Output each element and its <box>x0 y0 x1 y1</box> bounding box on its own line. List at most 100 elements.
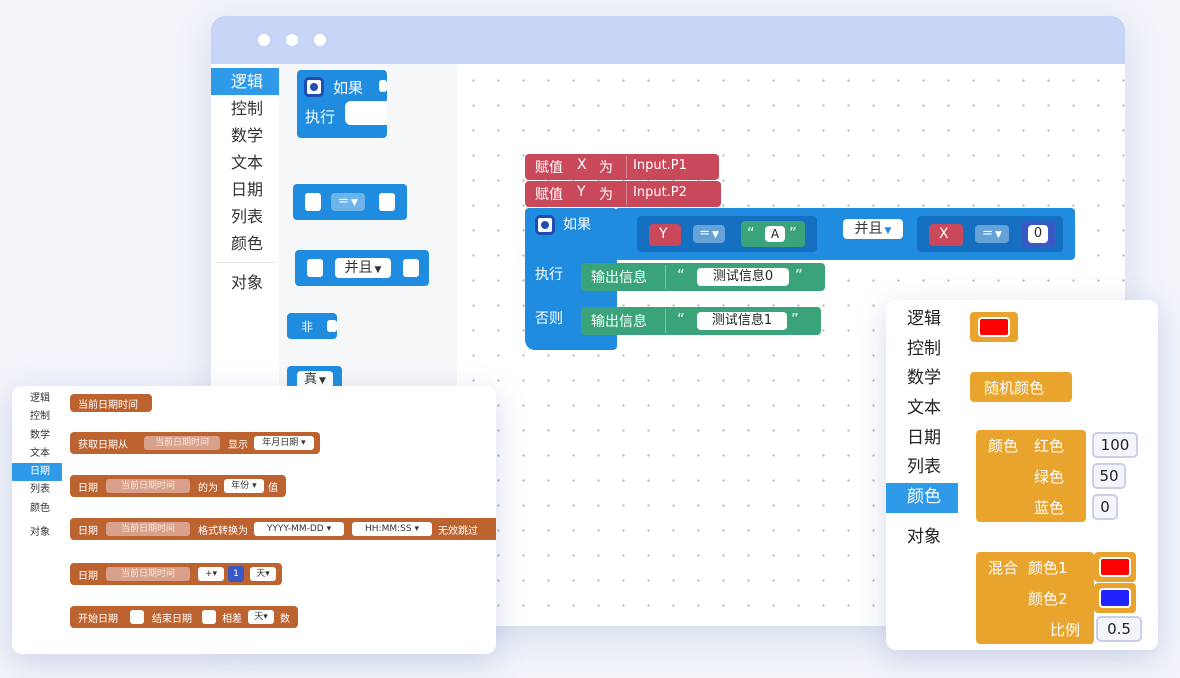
number-block[interactable]: 0 <box>1021 221 1055 247</box>
category-control[interactable]: 控制 <box>231 99 264 118</box>
rgb-color-block[interactable]: 颜色 红色 绿色 蓝色 <box>976 430 1086 522</box>
category-date[interactable]: 日期 <box>907 427 941 448</box>
dropdown-caret-icon: ▼ <box>884 226 892 236</box>
category-list-item[interactable]: 列表 <box>907 457 941 478</box>
datetime-input-slot[interactable]: 当前日期时间 <box>144 436 220 450</box>
unit-dropdown[interactable]: 天▾ <box>250 567 276 581</box>
toolbox-if-block[interactable]: 如果 执行 <box>297 70 387 138</box>
text-literal-block[interactable]: “ A ” <box>741 221 805 247</box>
category-math[interactable]: 数学 <box>907 368 941 389</box>
green-value-input[interactable]: 50 <box>1092 463 1126 489</box>
input-value: Input.P1 <box>633 158 687 173</box>
date-format-block[interactable]: 日期 当前日期时间 格式转换为 YYYY-MM-DD ▾ HH:MM:SS ▾ … <box>70 518 496 540</box>
quote-close-icon: ” <box>789 224 797 242</box>
end-date-slot[interactable] <box>202 610 216 624</box>
window-dot-icon[interactable] <box>314 34 326 46</box>
random-color-block[interactable]: 随机颜色 <box>970 372 1072 402</box>
print-block-1[interactable]: 输出信息 “ 测试信息1 ” <box>581 307 821 335</box>
date-part-block[interactable]: 日期 当前日期时间 的为 年份 ▾ 值 <box>70 475 286 497</box>
category-logic[interactable]: 逻辑 <box>211 68 279 95</box>
format-dropdown[interactable]: 年月日期 ▾ <box>254 436 314 450</box>
var-y-block[interactable]: Y <box>649 224 681 246</box>
date-diff-block[interactable]: 开始日期 结束日期 相差 天▾ 数 <box>70 606 298 628</box>
time-format-dropdown[interactable]: HH:MM:SS ▾ <box>352 522 432 536</box>
toolbox-not-block[interactable]: 非 <box>287 313 337 339</box>
get-date-block[interactable]: 获取日期从 当前日期时间 显示 年月日期 ▾ <box>70 432 320 454</box>
block-label: 结束日期 <box>152 614 192 625</box>
category-color[interactable]: 颜色 <box>886 483 958 513</box>
logic-operator-dropdown[interactable]: 并且▼ <box>843 219 903 239</box>
op-text: = <box>699 226 710 241</box>
number-value[interactable]: 0 <box>1028 225 1048 243</box>
category-color[interactable]: 颜色 <box>30 502 50 514</box>
category-math[interactable]: 数学 <box>231 126 264 145</box>
color-category-panel: 逻辑 控制 数学 文本 日期 列表 颜色 对象 随机颜色 颜色 红色 绿色 蓝色… <box>886 300 1158 650</box>
boolean-dropdown[interactable]: 真▼ <box>297 371 333 389</box>
text-value[interactable]: A <box>765 226 785 242</box>
category-color[interactable]: 颜色 <box>231 234 264 253</box>
datetime-input-slot[interactable]: 当前日期时间 <box>106 522 190 536</box>
set-x-block[interactable]: 赋值 X 为 Input.P1 <box>525 154 719 180</box>
block-label: 当前日期时间 <box>78 400 138 411</box>
compare-operator-dropdown[interactable]: =▼ <box>331 193 365 211</box>
op-text: 并且 <box>854 221 883 237</box>
start-date-slot[interactable] <box>130 610 144 624</box>
diff-unit-dropdown[interactable]: 天▾ <box>248 610 274 624</box>
category-object[interactable]: 对象 <box>231 273 264 292</box>
operator-dropdown[interactable]: +▾ <box>198 567 224 581</box>
compare-block-2[interactable]: X =▼ 0 <box>917 216 1063 252</box>
category-date[interactable]: 日期 <box>231 180 264 199</box>
category-object[interactable]: 对象 <box>907 526 941 547</box>
color1-swatch-block[interactable] <box>1094 552 1136 582</box>
op-text: = <box>982 226 993 241</box>
color-swatch-block[interactable] <box>970 312 1018 342</box>
current-datetime-block[interactable]: 当前日期时间 <box>70 394 152 412</box>
color-swatch[interactable] <box>978 317 1010 337</box>
category-math[interactable]: 数学 <box>30 429 50 441</box>
set-y-block[interactable]: 赋值 Y 为 Input.P2 <box>525 181 721 207</box>
print-block-0[interactable]: 输出信息 “ 测试信息0 ” <box>581 263 825 291</box>
amount-number-input[interactable]: 1 <box>228 566 244 582</box>
divider <box>665 309 666 333</box>
category-date[interactable]: 日期 <box>12 463 62 482</box>
toolbox-logic-and-block[interactable]: 并且▼ <box>295 250 429 286</box>
datetime-input-slot[interactable]: 当前日期时间 <box>106 567 190 581</box>
ratio-label: 比例 <box>1050 621 1081 639</box>
ratio-value-input[interactable]: 0.5 <box>1096 616 1142 642</box>
settings-gear-icon[interactable] <box>535 215 555 235</box>
part-dropdown[interactable]: 年份 ▾ <box>224 479 264 493</box>
toolbox-compare-block[interactable]: =▼ <box>293 184 407 220</box>
color1-swatch[interactable] <box>1099 557 1131 577</box>
color2-swatch-block[interactable] <box>1094 583 1136 613</box>
compare-block-1[interactable]: Y =▼ “ A ” <box>637 216 817 252</box>
category-control[interactable]: 控制 <box>30 411 50 423</box>
category-control[interactable]: 控制 <box>907 338 941 359</box>
color2-swatch[interactable] <box>1099 588 1131 608</box>
text-value[interactable]: 测试信息1 <box>697 312 787 330</box>
category-logic[interactable]: 逻辑 <box>907 309 941 329</box>
datetime-input-slot[interactable]: 当前日期时间 <box>106 479 190 493</box>
blue-value-input[interactable]: 0 <box>1092 494 1118 520</box>
date-panel-category-list: 逻辑 控制 数学 文本 日期 列表 颜色 对象 <box>12 390 62 542</box>
print-label: 输出信息 <box>591 314 647 330</box>
category-text[interactable]: 文本 <box>30 447 50 459</box>
window-dot-icon[interactable] <box>286 34 298 46</box>
var-x-block[interactable]: X <box>929 224 963 246</box>
compare-operator-dropdown[interactable]: =▼ <box>975 225 1009 243</box>
spacer <box>886 513 958 523</box>
date-add-block[interactable]: 日期 当前日期时间 +▾ 1 天▾ <box>70 563 282 585</box>
category-text[interactable]: 文本 <box>231 153 264 172</box>
text-value[interactable]: 测试信息0 <box>697 268 789 286</box>
category-list-item[interactable]: 列表 <box>231 207 264 226</box>
settings-gear-icon[interactable] <box>304 77 324 97</box>
compare-operator-dropdown[interactable]: =▼ <box>693 225 725 243</box>
logic-operator-dropdown[interactable]: 并且▼ <box>335 258 391 278</box>
mix-color-block[interactable]: 混合 颜色1 颜色2 比例 <box>976 552 1094 644</box>
category-object[interactable]: 对象 <box>30 527 50 539</box>
category-text[interactable]: 文本 <box>907 398 941 419</box>
category-list-item[interactable]: 列表 <box>30 484 50 496</box>
category-logic[interactable]: 逻辑 <box>30 393 50 404</box>
red-value-input[interactable]: 100 <box>1092 432 1138 458</box>
date-format-dropdown[interactable]: YYYY-MM-DD ▾ <box>254 522 344 536</box>
window-dot-icon[interactable] <box>258 34 270 46</box>
